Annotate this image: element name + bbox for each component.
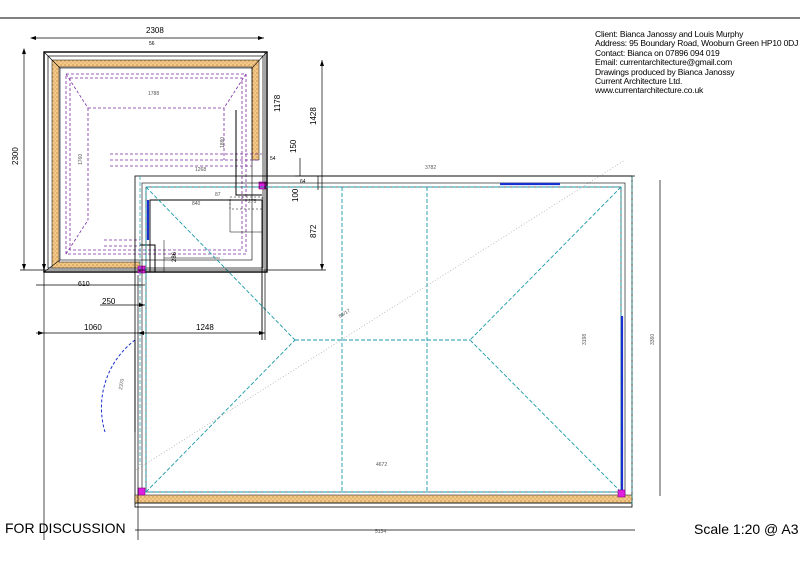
address-line: Address: 95 Boundary Road, Wooburn Green… <box>595 38 799 49</box>
dim-label: 1178 <box>273 94 282 112</box>
small-room <box>43 51 268 274</box>
large-room <box>134 159 633 508</box>
dim-label: 872 <box>309 224 318 238</box>
dim-label: 88/17 <box>338 308 352 320</box>
dimension-labels: 2308 2300 1788 1178 1428 150 100 872 126… <box>11 26 656 535</box>
node-marker <box>617 489 626 498</box>
dim-label: 100 <box>291 188 300 202</box>
email-line: Email: currentarchitecture@gmail.com <box>595 57 733 68</box>
title-block: Client: Bianca Janossy and Louis Murphy … <box>595 29 799 96</box>
website-line: www.currentarchitecture.co.uk <box>595 85 704 96</box>
node-marker <box>137 487 146 496</box>
company-line: Current Architecture Ltd. <box>595 76 683 87</box>
door-swing <box>100 339 136 433</box>
dim-label: 250 <box>102 297 116 306</box>
dim-label: 2300 <box>11 147 20 165</box>
contact-line: Contact: Bianca on 07896 094 019 <box>595 47 720 58</box>
dimension-lines <box>20 37 661 540</box>
drawn-by-line: Drawings produced by Bianca Janossy <box>595 66 735 77</box>
dim-label: 840 <box>192 201 201 207</box>
dim-label: 150 <box>289 139 298 153</box>
status-label: FOR DISCUSSION <box>5 520 126 536</box>
dim-label: 56 <box>149 41 155 47</box>
windows <box>146 182 624 490</box>
dim-label: 1788 <box>148 91 159 97</box>
node-marker <box>137 265 146 274</box>
dimension-ticks <box>22 36 324 335</box>
dim-label: 64 <box>300 179 306 185</box>
dim-label: 2308 <box>146 26 164 35</box>
dim-label: 1268 <box>195 167 206 173</box>
dim-label: 1760 <box>78 154 84 165</box>
dim-label: 54 <box>270 156 276 162</box>
client-line: Client: Bianca Janossy and Louis Murphy <box>595 29 744 39</box>
dim-label: 3782 <box>425 165 436 171</box>
dim-label: 2370 <box>118 378 126 390</box>
dim-label: 1060 <box>84 323 102 332</box>
dim-label: 1428 <box>309 107 318 125</box>
dim-label: 1880 <box>220 137 226 148</box>
link-area <box>139 196 263 340</box>
dim-label: 3360 <box>650 334 656 345</box>
dim-label: 610 <box>78 281 90 288</box>
dim-label: 5134 <box>375 529 386 535</box>
node-marker <box>258 181 267 190</box>
dim-label: 87 <box>215 192 221 198</box>
dim-label: 1248 <box>196 323 214 332</box>
dim-label: 275 <box>248 199 257 205</box>
dim-label: 4672 <box>376 462 387 468</box>
scale-label: Scale 1:20 @ A3 <box>694 521 799 537</box>
dim-label: 3198 <box>582 334 588 345</box>
dim-label: 286 <box>172 251 178 262</box>
